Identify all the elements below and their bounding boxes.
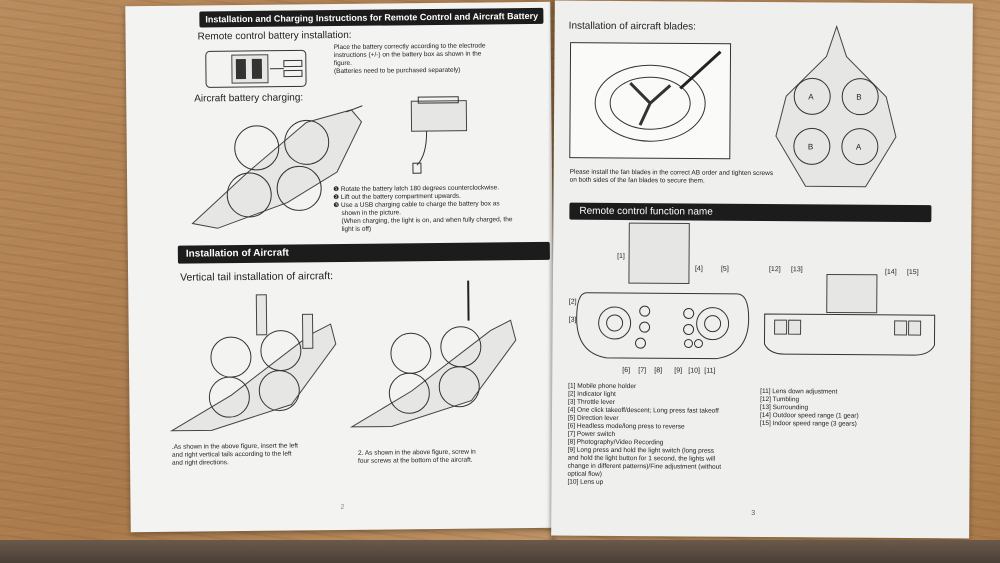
left-page: Installation and Charging Instructions f… [125, 1, 556, 533]
callout-8: [8] [654, 367, 663, 375]
svg-text:A: A [808, 92, 814, 101]
callout-1: [1] [617, 252, 625, 261]
callout-9: [9] [674, 367, 683, 375]
callout-14: [14] [884, 268, 897, 276]
installation-of-aircraft-header: Installation of Aircraft [177, 241, 550, 264]
battery-usb-figure [410, 96, 468, 174]
rc-battery-title: Remote control battery installation: [197, 29, 352, 43]
svg-text:B: B [856, 93, 861, 102]
callout-7: [7] [638, 367, 647, 375]
remote-top-figure [763, 273, 936, 356]
callout-11: [11] [704, 367, 716, 375]
callout-12: [12] [768, 266, 781, 274]
callout-3: [3] [568, 316, 577, 324]
aircraft-charging-figure [191, 105, 363, 229]
callout-13: [13] [790, 266, 803, 274]
blades-title: Installation of aircraft blades: [568, 20, 697, 33]
blade-installation-figure [569, 42, 732, 160]
callout-10: [10] [688, 367, 701, 375]
vertical-tail-figure-2 [349, 280, 517, 428]
rc-function-header: Remote control function name [569, 202, 932, 223]
svg-text:A: A [856, 143, 862, 152]
vertical-tail-figure-1 [169, 294, 337, 432]
aircraft-blades-ab-figure: A B B A [775, 24, 897, 188]
remote-front-figure [576, 222, 750, 360]
page-number: 2 [340, 503, 345, 512]
callout-4: [4] [694, 265, 703, 273]
vertical-tail-title: Vertical tail installation of aircraft: [180, 270, 334, 284]
charging-instructions-header: Installation and Charging Instructions f… [199, 7, 544, 28]
page-number: 3 [751, 509, 756, 517]
callout-2: [2] [568, 298, 577, 306]
svg-text:B: B [808, 142, 813, 151]
table-shadow [0, 540, 1000, 563]
callout-6: [6] [622, 367, 631, 375]
battery-box-figure [205, 49, 307, 88]
callout-15: [15] [906, 269, 919, 277]
callout-5: [5] [720, 265, 729, 273]
